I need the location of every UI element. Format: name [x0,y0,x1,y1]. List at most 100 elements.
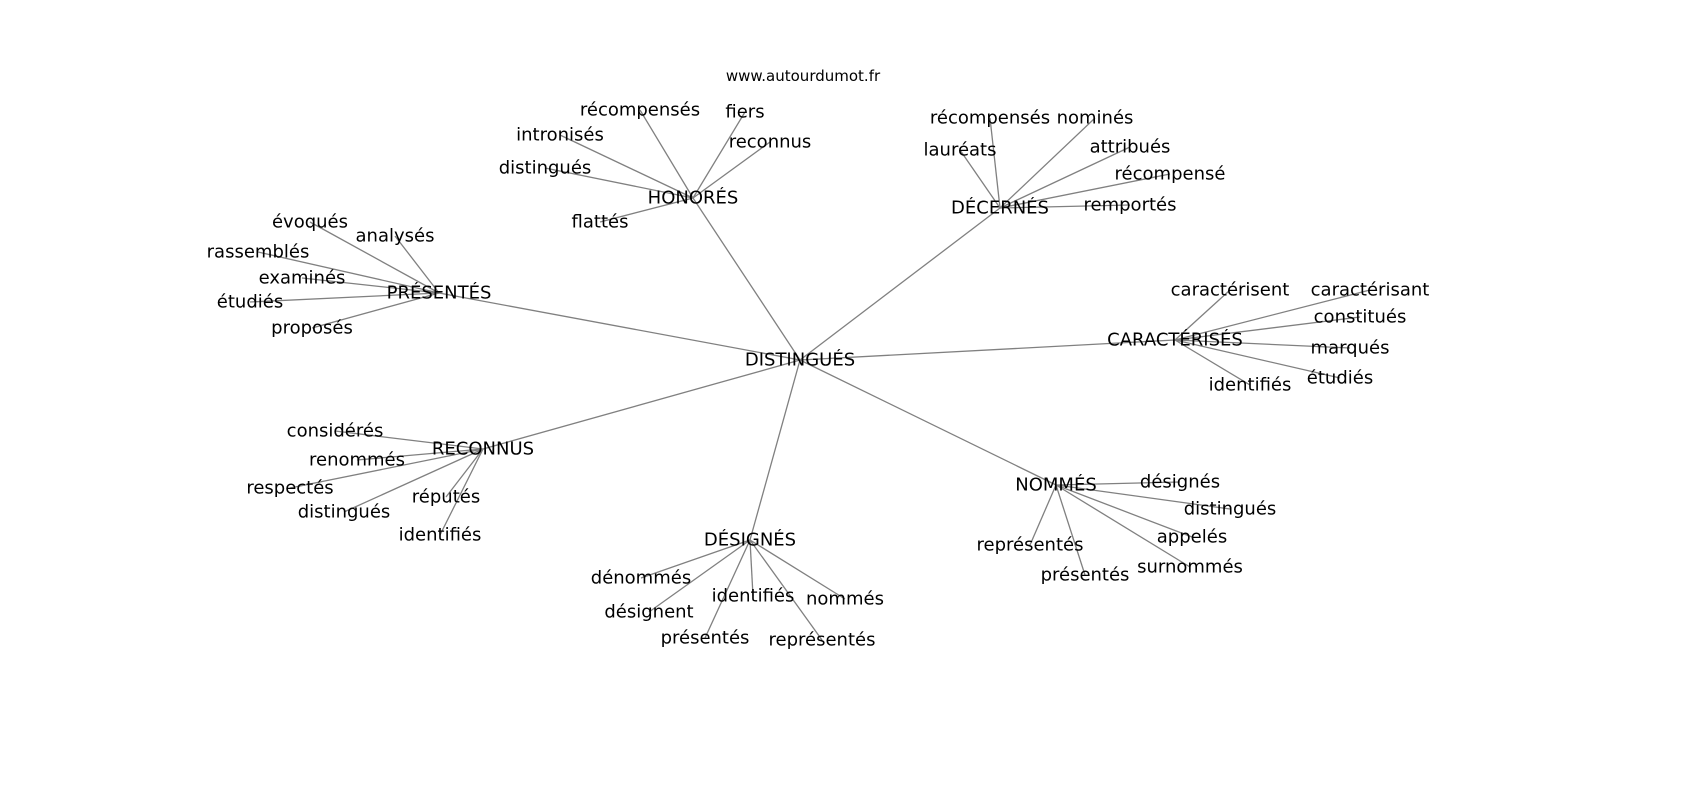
leaf-word-node: flattés [572,212,629,233]
edge-cluster-to-leaf [249,292,440,303]
leaf-word-node: respectés [246,478,333,499]
edge-cluster-to-leaf [1174,289,1371,341]
edge-center-to-cluster [799,359,1057,486]
edge-cluster-to-leaf [749,539,823,641]
edge-cluster-to-leaf [445,448,484,498]
leaf-word-node: considérés [287,421,384,442]
leaf-word-node: présentés [1041,565,1130,586]
edge-cluster-to-leaf [640,539,751,579]
graph-labels: fiers reconnus récompensés intronisés distin… [207,100,1430,651]
leaf-word-node: constitués [1314,307,1407,328]
leaf-word-node: désignent [604,602,693,623]
leaf-word-node: rassemblés [207,242,310,263]
leaf-word-node: représentés [977,535,1084,556]
edge-cluster-to-leaf [544,167,694,199]
edge-cluster-to-leaf [343,448,484,513]
leaf-word-node: reconnus [729,132,812,153]
leaf-word-node: marqués [1311,338,1390,359]
edge-cluster-to-leaf [999,173,1171,209]
edge-cluster-to-leaf [704,539,751,639]
edge-cluster-to-leaf [959,149,1001,209]
edge-cluster-to-leaf [648,539,751,613]
edge-cluster-to-leaf [692,111,746,199]
edge-cluster-to-leaf [1055,481,1181,486]
leaf-word-node: nominés [1057,108,1134,129]
edge-center-to-cluster [799,339,1176,361]
cluster-word-node: CARACTÉRISÉS [1107,329,1243,351]
leaf-word-node: nommés [806,589,884,610]
cluster-word-node: NOMMÉS [1015,474,1097,496]
edge-cluster-to-leaf [1055,484,1193,538]
leaf-word-node: surnommés [1137,557,1243,578]
edge-cluster-to-leaf [301,277,440,294]
edge-cluster-to-leaf [1174,289,1231,341]
edge-cluster-to-leaf [1174,316,1361,341]
leaf-word-node: évoqués [272,212,348,233]
leaf-word-node: représentés [769,630,876,651]
edge-center-to-cluster [749,359,801,541]
leaf-word-node: distingués [499,158,592,179]
leaf-word-node: identifiés [1209,375,1292,396]
leaf-word-node: dénommés [591,568,691,589]
edge-cluster-to-leaf [439,448,484,536]
edge-cluster-to-leaf [749,539,754,597]
edge-cluster-to-leaf [599,197,694,223]
edge-cluster-to-leaf [692,141,771,199]
edge-cluster-to-leaf [309,221,440,294]
cluster-word-node: DÉSIGNÉS [704,529,796,551]
leaf-word-node: proposés [271,318,353,339]
leaf-word-node: fiers [725,102,764,123]
edge-cluster-to-leaf [311,292,440,329]
site-title: www.autourdumot.fr [726,67,881,85]
leaf-word-node: étudiés [1307,368,1373,389]
leaf-word-node: remportés [1084,195,1177,216]
leaf-word-node: récompensé [1115,164,1226,185]
edge-cluster-to-leaf [356,448,484,461]
leaf-word-node: appelés [1157,527,1227,548]
leaf-word-node: attribués [1090,137,1171,158]
edge-cluster-to-leaf [394,235,440,294]
edge-cluster-to-leaf [749,539,846,600]
edge-cluster-to-leaf [334,430,484,450]
leaf-word-node: lauréats [924,140,997,161]
leaf-word-node: désignés [1140,472,1220,493]
leaf-word-node: intronisés [516,125,604,146]
leaf-word-node: distingués [1184,499,1277,520]
cluster-word-node: PRÉSENTÉS [387,282,492,304]
leaf-word-node: renommés [309,450,405,471]
edge-center-to-cluster [692,197,801,361]
leaf-word-node: analysés [356,226,435,247]
edge-center-to-cluster [482,359,801,450]
edge-cluster-to-leaf [1055,484,1231,510]
edge-cluster-to-leaf [1174,339,1341,379]
cluster-word-node: DÉCERNÉS [951,197,1049,219]
cluster-word-node: RECONNUS [432,439,534,460]
leaf-word-node: réputés [412,487,480,508]
leaf-word-node: présentés [661,628,750,649]
cluster-word-node: HONORÉS [648,187,739,209]
edge-cluster-to-leaf [999,146,1131,209]
edge-cluster-to-leaf [1174,339,1251,386]
edge-cluster-to-leaf [1174,339,1351,349]
edge-cluster-to-leaf [289,448,484,489]
edge-cluster-to-leaf [257,251,440,294]
center-word-node: DISTINGUÉS [745,349,855,371]
leaf-word-node: identifiés [712,586,795,607]
edge-cluster-to-leaf [559,134,694,199]
leaf-word-node: examinés [259,268,346,289]
edge-cluster-to-leaf [1055,484,1086,576]
leaf-word-node: caractérisant [1311,280,1430,301]
leaf-word-node: distingués [298,502,391,523]
edge-center-to-cluster [799,207,1001,361]
edge-cluster-to-leaf [999,204,1131,209]
leaf-word-node: récompensés [580,100,700,121]
edge-cluster-to-leaf [639,109,694,199]
edge-cluster-to-leaf [999,117,1096,209]
leaf-word-node: caractérisent [1171,280,1290,301]
edge-cluster-to-leaf [1029,484,1057,546]
leaf-word-node: récompensés [930,108,1050,129]
leaf-word-node: identifiés [399,525,482,546]
leaf-word-node: étudiés [217,292,283,313]
edge-cluster-to-leaf [1055,484,1191,568]
